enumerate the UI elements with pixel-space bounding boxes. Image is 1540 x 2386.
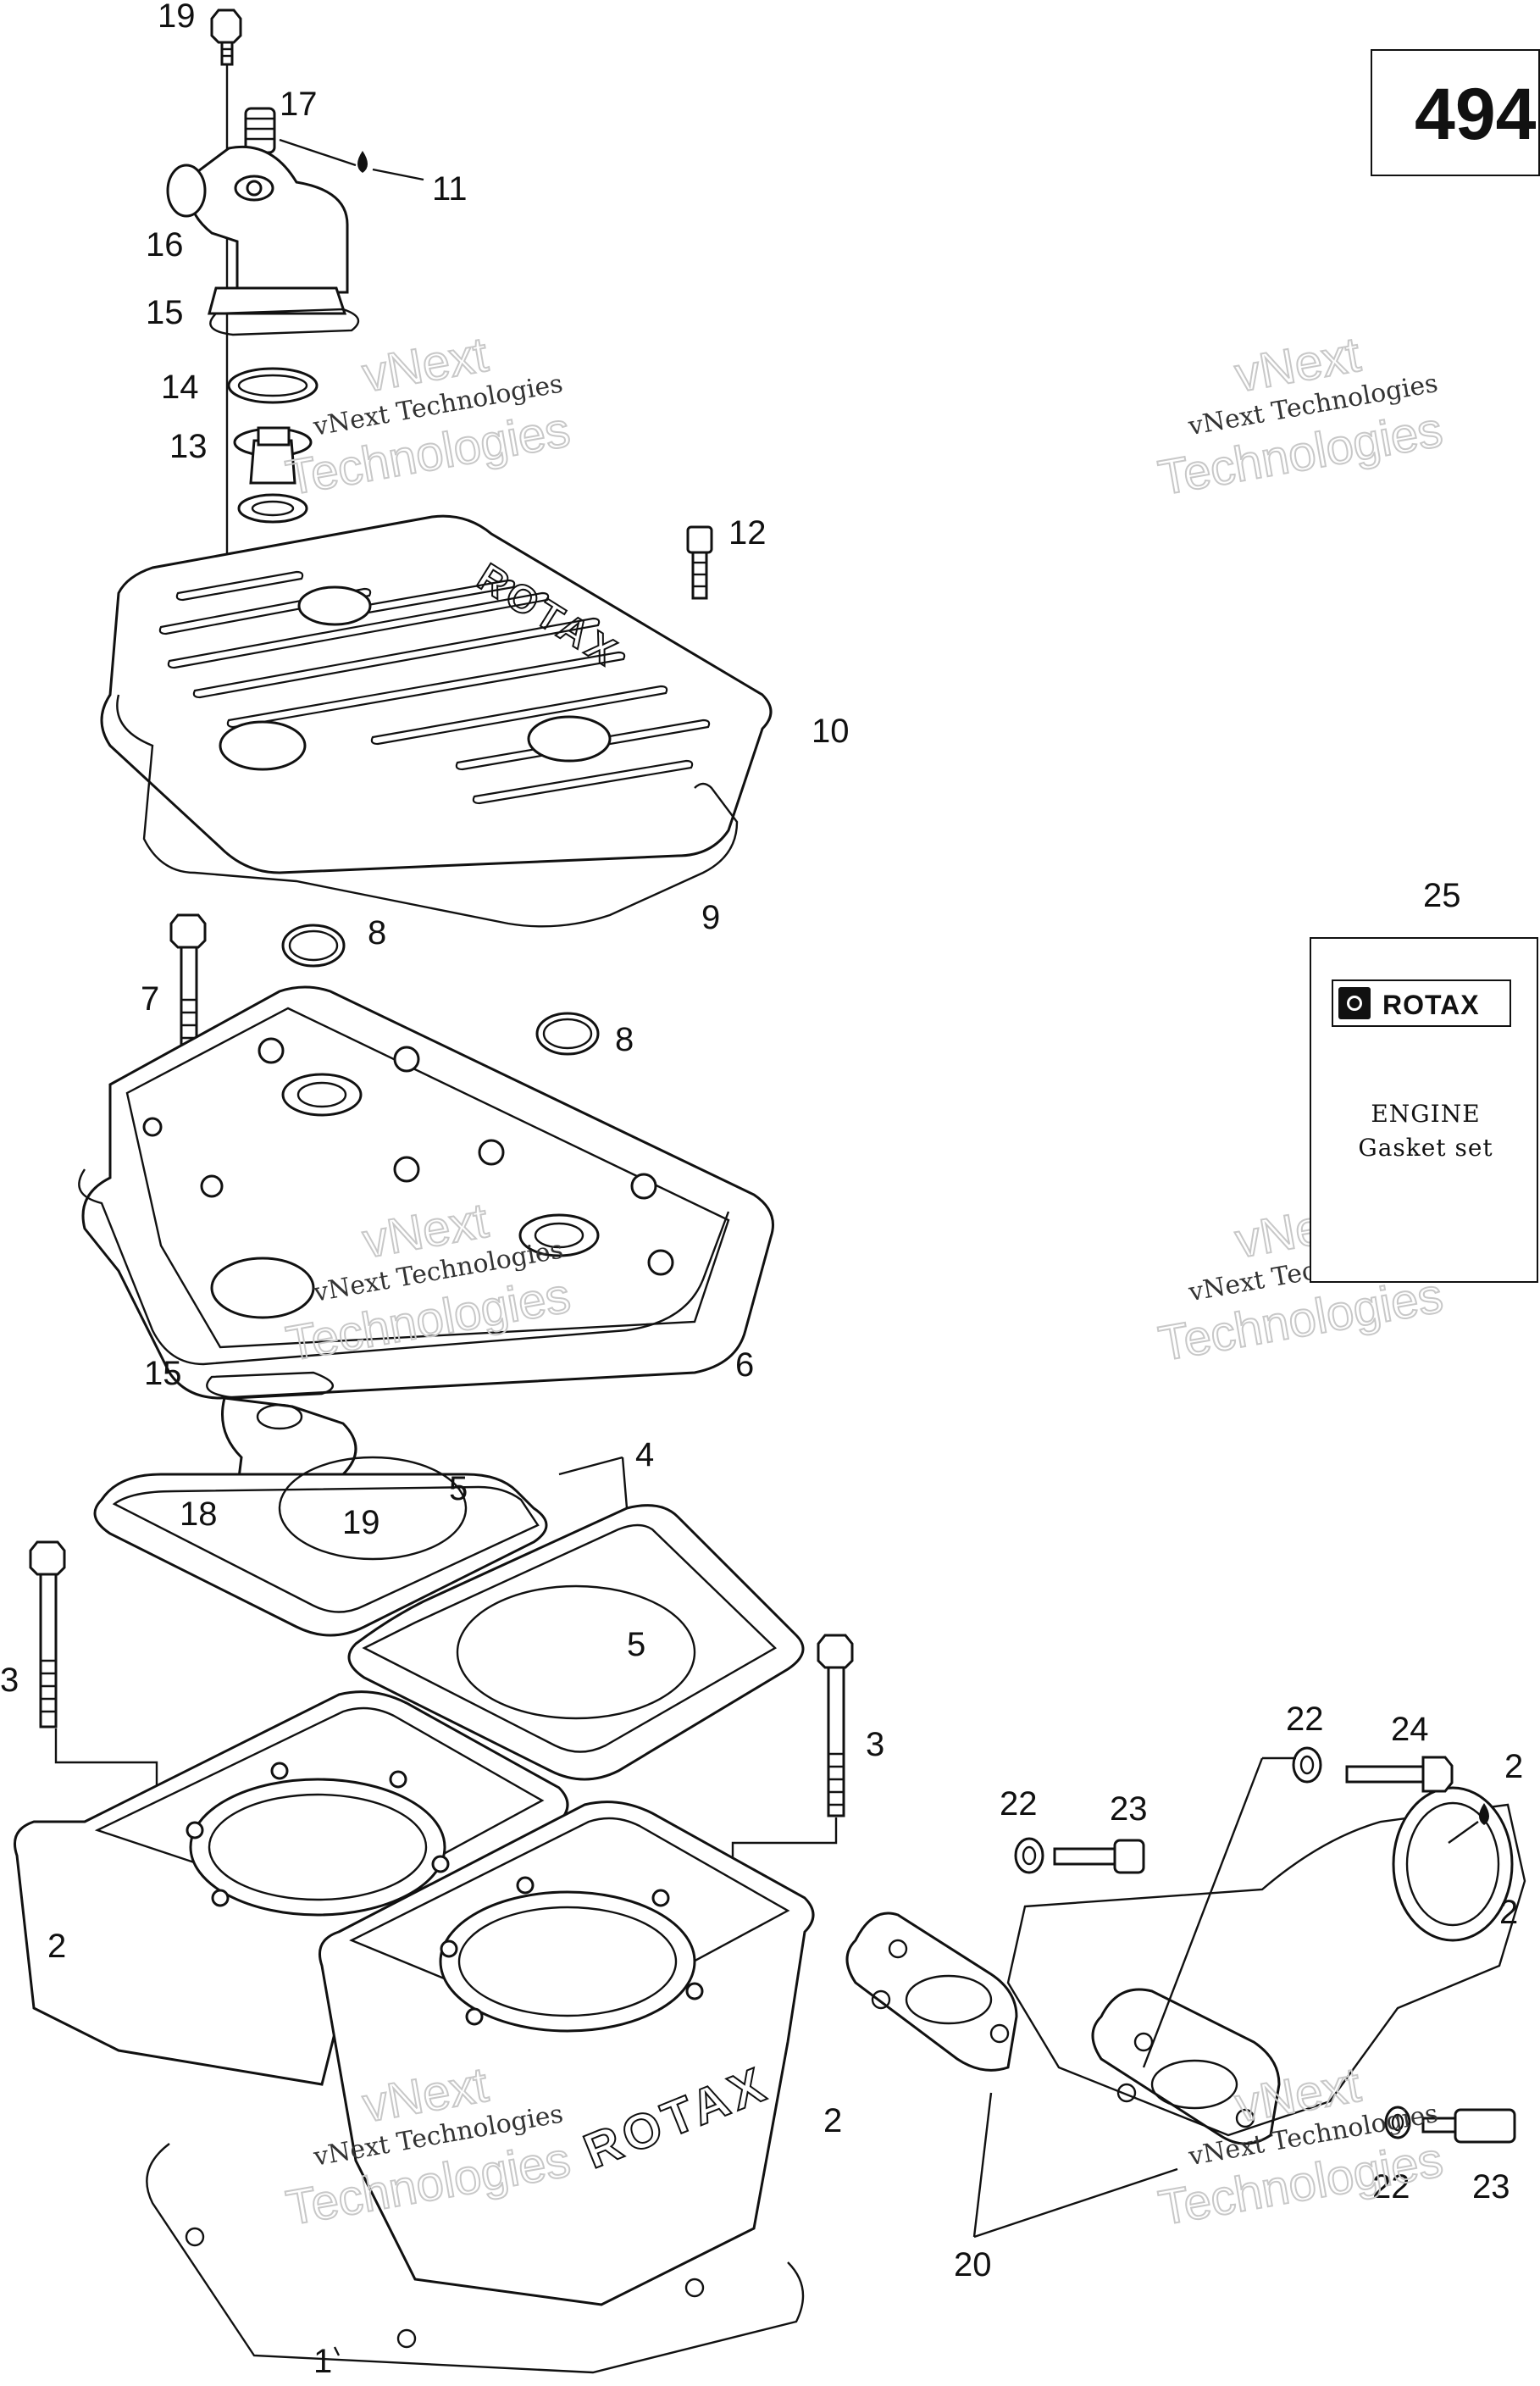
callout-20: 20 <box>954 2246 992 2283</box>
callout-4: 4 <box>635 1436 654 1473</box>
o-ring-8-left <box>281 924 346 968</box>
callout-24: 24 <box>1391 1711 1429 1748</box>
callout-19-lower: 19 <box>342 1504 380 1541</box>
callout-3-right: 3 <box>866 1726 884 1763</box>
o-ring-5-right <box>456 1584 696 1720</box>
callout-23-b: 23 <box>1472 2168 1510 2206</box>
exhaust-flange-gasket-left <box>845 1912 1018 2072</box>
base-gasket-1 <box>146 2143 805 2374</box>
exhaust-manifold-21 <box>1006 1786 1526 2137</box>
callout-7: 7 <box>141 980 159 1018</box>
page-number-box: 494 <box>1371 49 1540 176</box>
callout-8-right: 8 <box>615 1021 634 1058</box>
callout-17: 17 <box>280 86 318 123</box>
sealant-drop-icon <box>357 151 368 173</box>
bolt-24 <box>1345 1756 1454 1793</box>
cylinder-2-rear <box>14 1690 569 2086</box>
bolt-3-right <box>817 1634 854 1817</box>
callout-21-b: 2 <box>1499 1894 1518 1931</box>
o-ring-5-left <box>278 1456 468 1561</box>
sealant-drop-icon-right <box>1479 1803 1489 1825</box>
callout-1: 1 <box>313 2343 332 2380</box>
fitting-17 <box>244 107 276 154</box>
brand-logo-icon <box>1338 987 1371 1019</box>
page-number: 494 <box>1415 74 1537 155</box>
bolt-23-b <box>1421 2108 1516 2144</box>
washer-22-a <box>1014 1837 1044 1874</box>
callout-3-left: 3 <box>0 1662 19 1699</box>
callout-5-left: 5 <box>449 1470 468 1507</box>
callout-14: 14 <box>161 369 199 406</box>
screw-19-top <box>210 8 242 66</box>
head-cover-10: ROTAX <box>100 514 773 874</box>
callout-15-top: 15 <box>146 294 184 331</box>
bolt-23-a <box>1053 1839 1145 1874</box>
callout-22-b: 22 <box>1286 1701 1324 1738</box>
callout-2-rear: 2 <box>47 1928 66 1965</box>
gasket-kit-box: ROTAX ENGINE Gasket set <box>1310 937 1538 1283</box>
callout-23-a: 23 <box>1110 1790 1148 1828</box>
gasket-15-top <box>209 308 360 336</box>
brand-logo: ROTAX <box>1332 979 1511 1027</box>
cylinder-2-front: ROTAX <box>319 1801 815 2306</box>
head-gasket-outline <box>78 1168 730 1366</box>
screw-12 <box>686 525 713 600</box>
cylinder-head-6 <box>81 985 774 1400</box>
washer-22-c <box>1384 2106 1411 2139</box>
callout-22-a: 22 <box>1000 1785 1038 1823</box>
brand-logo-text: ROTAX <box>1382 990 1480 1020</box>
watermark-2: vNext vNext Technologies Technologies <box>1154 326 1448 507</box>
callout-25: 25 <box>1423 877 1461 914</box>
callout-18: 18 <box>180 1495 218 1533</box>
washer-22-b <box>1292 1746 1322 1784</box>
callout-22-c: 22 <box>1372 2168 1410 2206</box>
callout-21-a: 2 <box>1504 1748 1523 1785</box>
callout-6: 6 <box>735 1346 754 1384</box>
callout-10: 10 <box>812 713 850 750</box>
callout-2-front: 2 <box>823 2102 842 2139</box>
o-ring-14 <box>227 367 319 404</box>
callout-5-right: 5 <box>627 1626 645 1663</box>
callout-9: 9 <box>701 899 720 936</box>
thermostat-13 <box>233 426 313 524</box>
gasket-15-lower <box>206 1371 334 1400</box>
o-ring-8-right <box>535 1012 600 1056</box>
callout-15-lower: 15 <box>144 1355 182 1392</box>
gasket-9 <box>116 694 739 928</box>
bolt-7 <box>169 913 207 1059</box>
callout-19-top: 19 <box>158 0 196 35</box>
kit-title: ENGINE <box>1371 1100 1481 1128</box>
gasket-4-left <box>93 1473 548 1637</box>
callout-8-left: 8 <box>368 914 386 952</box>
thermostat-housing-16 <box>166 145 349 315</box>
watermark-1: vNext vNext Technologies Technologies <box>281 326 575 507</box>
callout-13: 13 <box>169 428 208 465</box>
bolt-3-left <box>29 1540 66 1728</box>
callout-16: 16 <box>146 226 184 264</box>
exhaust-flange-gasket-right <box>1091 1988 1281 2145</box>
gasket-4-right <box>347 1504 805 1781</box>
callout-12: 12 <box>728 514 767 552</box>
kit-subtitle: Gasket set <box>1358 1134 1493 1162</box>
callout-11: 11 <box>432 170 468 208</box>
